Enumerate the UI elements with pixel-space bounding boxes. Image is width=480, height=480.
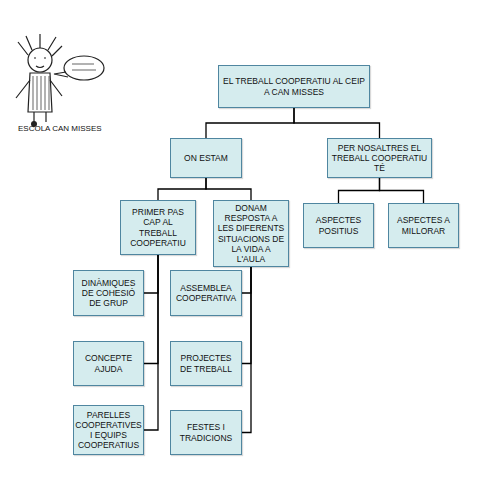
connector-line: [144, 255, 158, 430]
figure-stripes: [33, 76, 49, 110]
figure-legs: [34, 112, 46, 122]
box-text: ASPECTES POSITIUS: [307, 215, 370, 235]
connector-line: [158, 178, 206, 200]
box-text: FESTES I TRADICIONS: [174, 422, 238, 442]
speech-scribble: [72, 64, 96, 70]
figure-face: [34, 58, 46, 68]
box-text: PRIMER PAS CAP AL TREBALL COOPERATIU: [124, 207, 192, 248]
process-box: DONAM RESPOSTA A LES DIFERENTS SITUACION…: [213, 200, 289, 267]
box-text: CONCEPTE AJUDA: [77, 353, 140, 373]
speech-bubble-tail: [54, 72, 68, 77]
box-text: DINÀMIQUES DE COHESIÓ DE GRUP: [77, 278, 140, 309]
process-box: ASPECTES A MILLORAR: [388, 203, 459, 248]
box-text: ASPECTES A MILLORAR: [392, 215, 455, 235]
process-box: PER NOSALTRES EL TREBALL COOPERATIU TÉ: [327, 138, 432, 178]
process-box: ASSEMBLEA COOPERATIVA: [170, 270, 242, 316]
box-text: EL TREBALL COOPERATIU AL CEIP A CAN MISS…: [222, 76, 366, 96]
box-text: DONAM RESPOSTA A LES DIFERENTS SITUACION…: [217, 203, 285, 264]
connector-line: [294, 108, 380, 138]
connector-line: [242, 267, 251, 433]
process-box: PRIMER PAS CAP AL TREBALL COOPERATIU: [120, 200, 196, 255]
box-text: PARELLES COOPERATIVES I EQUIPS COOPERATI…: [75, 410, 141, 451]
connector-line: [380, 178, 424, 203]
figure-body: [28, 73, 52, 112]
speech-bubble: [64, 56, 104, 80]
connector-line: [242, 267, 251, 364]
figure-arms: [16, 80, 62, 98]
process-box: ASPECTES POSITIUS: [303, 203, 374, 248]
box-text: ON ESTAM: [184, 153, 228, 163]
process-box: CONCEPTE AJUDA: [73, 341, 144, 386]
box-text: PROJECTES DE TREBALL: [174, 353, 238, 373]
box-text: PER NOSALTRES EL TREBALL COOPERATIU TÉ: [331, 143, 428, 174]
process-box: DINÀMIQUES DE COHESIÓ DE GRUP: [73, 270, 144, 316]
figure-hair: [18, 34, 62, 56]
figure-head: [28, 48, 52, 72]
connector-line: [339, 178, 380, 203]
connector-line: [144, 255, 158, 364]
process-box: PROJECTES DE TREBALL: [170, 341, 242, 386]
school-name-label: ESCOLA CAN MISSES: [18, 124, 102, 133]
connector-line: [206, 178, 251, 200]
box-text: ASSEMBLEA COOPERATIVA: [174, 283, 238, 303]
process-box: EL TREBALL COOPERATIU AL CEIP A CAN MISS…: [218, 65, 370, 108]
connector-line: [206, 108, 294, 138]
process-box: PARELLES COOPERATIVES I EQUIPS COOPERATI…: [73, 405, 144, 455]
connector-line: [242, 267, 251, 293]
process-box: ON ESTAM: [170, 138, 242, 178]
connector-line: [144, 255, 158, 293]
process-box: FESTES I TRADICIONS: [170, 410, 242, 455]
